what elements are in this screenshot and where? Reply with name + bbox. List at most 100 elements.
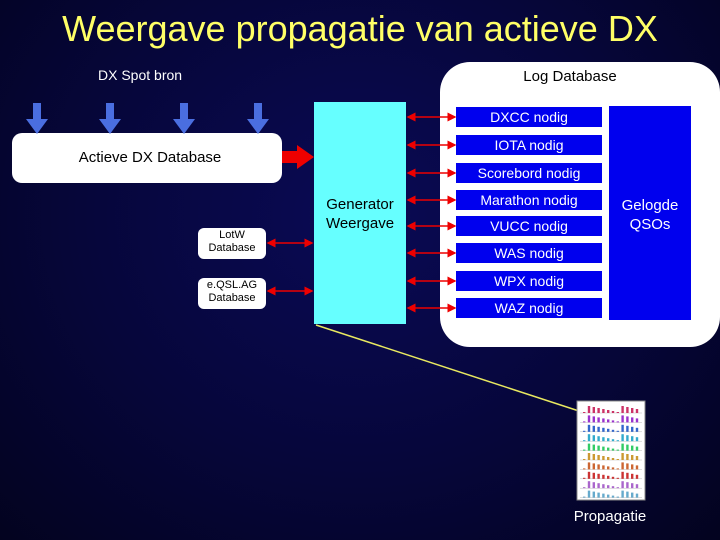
thumbnail-bar bbox=[602, 446, 605, 451]
waz-nodig-box: WAZ nodig bbox=[456, 298, 602, 318]
thumbnail-bar bbox=[597, 436, 600, 442]
thumbnail-bar bbox=[626, 454, 629, 460]
thumbnail-bar bbox=[602, 409, 605, 413]
thumbnail-bar bbox=[602, 465, 605, 470]
thumbnail-bar bbox=[607, 494, 610, 498]
thumbnail-bar bbox=[607, 457, 610, 460]
thumbnail-bar bbox=[583, 421, 586, 423]
iota-nodig-box: IOTA nodig bbox=[456, 135, 602, 155]
thumbnail-bar bbox=[597, 464, 600, 470]
thumbnail-bar bbox=[602, 437, 605, 442]
thumbnail-bar bbox=[587, 453, 591, 460]
spot-arrow-3 bbox=[173, 103, 195, 134]
thumbnail-bar bbox=[616, 421, 619, 423]
thumbnail-bar bbox=[583, 496, 586, 498]
thumbnail-bar bbox=[616, 496, 619, 498]
active-dx-database-box bbox=[12, 133, 282, 183]
thumbnail-bar bbox=[602, 456, 605, 460]
eqsl-database-label: e.QSL.AG Database bbox=[206, 279, 258, 304]
thumbnail-bar bbox=[611, 411, 615, 413]
thumbnail-bar bbox=[631, 445, 634, 451]
thumbnail-bar bbox=[592, 463, 595, 470]
thumbnail-bar bbox=[616, 430, 619, 432]
thumbnail-bar bbox=[602, 418, 605, 423]
thumbnail-bar bbox=[621, 462, 624, 470]
thumbnail-bar bbox=[616, 468, 619, 470]
thumbnail-bar bbox=[597, 426, 600, 432]
thumbnail-bar bbox=[611, 458, 615, 460]
thumbnail-bar bbox=[592, 491, 595, 498]
thumbnail-bar bbox=[631, 492, 634, 498]
thumbnail-bar bbox=[597, 455, 600, 460]
thumbnail-bar bbox=[611, 448, 615, 451]
thumbnail-bar bbox=[592, 472, 595, 479]
thumbnail-bar bbox=[587, 406, 591, 413]
thumbnail-bar bbox=[597, 473, 600, 479]
thumbnail-bar bbox=[626, 444, 629, 451]
thumbnail-bar bbox=[631, 426, 634, 432]
thumbnail-bar bbox=[626, 416, 629, 423]
thumbnail-bar bbox=[635, 418, 639, 423]
scorebord-nodig-box: Scorebord nodig bbox=[456, 163, 602, 183]
thumbnail-bar bbox=[607, 447, 610, 451]
thumbnail-bar bbox=[635, 427, 639, 432]
thumbnail-bar bbox=[616, 459, 619, 460]
thumbnail-bar bbox=[592, 407, 595, 413]
spot-arrows bbox=[26, 103, 269, 134]
thumbnail-bar bbox=[626, 463, 629, 470]
thumbnail-bar bbox=[631, 436, 634, 442]
thumbnail-bar bbox=[635, 465, 639, 470]
thumbnail-bar bbox=[597, 408, 600, 413]
thumbnail-bar bbox=[611, 420, 615, 423]
thumbnail-bar bbox=[635, 493, 639, 498]
thumbnail-bar bbox=[621, 424, 624, 432]
log-database-label: Log Database bbox=[523, 68, 617, 85]
thumbnail-bar bbox=[626, 435, 629, 442]
thumbnail-bar bbox=[602, 427, 605, 432]
thumbnail-bar bbox=[587, 471, 591, 479]
marathon-nodig-box: Marathon nodig bbox=[456, 190, 602, 210]
thumbnail-bar bbox=[597, 483, 600, 489]
thumbnail-bar bbox=[583, 430, 586, 432]
thumbnail-bar bbox=[583, 459, 586, 460]
thumbnail-bar bbox=[611, 439, 615, 442]
thumbnail-bar bbox=[616, 487, 619, 489]
thumbnail-bar bbox=[621, 443, 624, 451]
thumbnail-bar bbox=[635, 474, 639, 479]
thumbnail-bar bbox=[621, 471, 624, 479]
red-feed-arrow bbox=[282, 145, 314, 169]
thumbnail-bar bbox=[631, 408, 634, 413]
thumbnail-bar bbox=[626, 491, 629, 498]
generator-box bbox=[314, 102, 406, 324]
thumbnail-bar bbox=[587, 424, 591, 432]
active-dx-database-label: Actieve DX Database bbox=[78, 149, 222, 166]
lotw-database-label: LotW Database bbox=[208, 229, 256, 254]
thumbnail-bar bbox=[583, 477, 586, 479]
thumbnail-bar bbox=[611, 495, 615, 498]
thumbnail-bar bbox=[616, 412, 619, 413]
thumbnail-bar bbox=[621, 481, 624, 489]
thumbnail-bar bbox=[602, 493, 605, 498]
propagation-connector-line bbox=[315, 324, 583, 413]
thumbnail-bar bbox=[626, 482, 629, 489]
spot-arrow-1 bbox=[26, 103, 48, 134]
thumbnail-bar bbox=[616, 477, 619, 479]
thumbnail-bar bbox=[602, 484, 605, 489]
thumbnail-bar bbox=[611, 467, 615, 470]
thumbnail-bar bbox=[592, 454, 595, 460]
thumbnail-bar bbox=[611, 429, 615, 432]
thumbnail-bar bbox=[631, 417, 634, 423]
thumbnail-bar bbox=[592, 435, 595, 442]
thumbnail-bar bbox=[607, 438, 610, 442]
thumbnail-bar bbox=[583, 468, 586, 470]
thumbnail-bar bbox=[592, 425, 595, 432]
thumbnail-bar bbox=[626, 472, 629, 479]
thumbnail-bar bbox=[587, 490, 591, 498]
thumbnail-bar bbox=[587, 462, 591, 470]
thumbnail-bar bbox=[635, 409, 639, 413]
thumbnail-bar bbox=[621, 490, 624, 498]
thumbnail-bar bbox=[611, 486, 615, 489]
thumbnail-bar bbox=[621, 453, 624, 460]
page-title: Weergave propagatie van actieve DX bbox=[62, 8, 658, 49]
propagation-label: Propagatie bbox=[573, 508, 647, 525]
